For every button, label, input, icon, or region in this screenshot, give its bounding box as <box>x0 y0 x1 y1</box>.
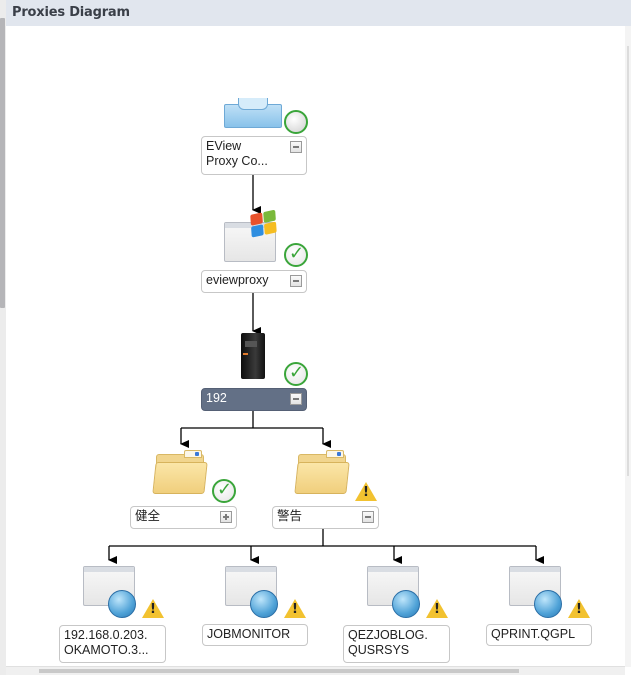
node-label-line: Proxy Co... <box>206 154 268 168</box>
folder-tray-icon <box>224 98 282 128</box>
status-unknown-icon <box>284 110 308 134</box>
status-warning-icon <box>568 599 590 618</box>
globe-icon <box>392 590 420 618</box>
server-icon <box>241 333 265 379</box>
globe-icon <box>250 590 278 618</box>
node-label-line: 健全 <box>135 509 161 523</box>
node-label-line: 警告 <box>277 509 303 523</box>
node-label[interactable]: QPRINT.QGPL <box>486 624 592 646</box>
globe-icon <box>108 590 136 618</box>
horizontal-scrollbar[interactable] <box>6 666 625 675</box>
horizontal-scrollbar-thumb[interactable] <box>39 669 519 673</box>
node-label-line: QUSRSYS <box>348 643 410 657</box>
node-label[interactable]: JOBMONITOR <box>202 624 308 646</box>
node-label-line: JOBMONITOR <box>207 627 291 641</box>
panel-title: Proxies Diagram <box>12 5 130 20</box>
node-label-line: 192.168.0.203. <box>64 628 148 642</box>
status-warning-icon <box>355 482 377 501</box>
node-label[interactable]: QEZJOBLOG. QUSRSYS <box>343 625 450 663</box>
node-label-line: QPRINT.QGPL <box>491 627 576 641</box>
collapse-toggle[interactable] <box>362 511 374 523</box>
node-label[interactable]: 警告 <box>272 506 379 529</box>
node-label[interactable]: eviewproxy <box>201 270 307 293</box>
status-ok-icon <box>284 243 308 267</box>
node-label-line: eviewproxy <box>206 273 269 287</box>
node-label[interactable]: 192 <box>201 388 307 411</box>
node-label-line: QEZJOBLOG. <box>348 628 428 642</box>
status-warning-icon <box>142 599 164 618</box>
node-label[interactable]: 192.168.0.203. OKAMOTO.3... <box>59 625 166 663</box>
expand-toggle[interactable] <box>220 511 232 523</box>
status-ok-icon <box>284 362 308 386</box>
collapse-toggle[interactable] <box>290 141 302 153</box>
collapse-toggle[interactable] <box>290 393 302 405</box>
node-label[interactable]: EView Proxy Co... <box>201 136 307 175</box>
vertical-scrollbar-thumb[interactable] <box>627 46 629 476</box>
vertical-scrollbar[interactable] <box>625 26 631 667</box>
node-label-line: 192 <box>206 391 227 405</box>
status-warning-icon <box>284 599 306 618</box>
node-label[interactable]: 健全 <box>130 506 237 529</box>
collapse-toggle[interactable] <box>290 275 302 287</box>
folder-icon <box>294 450 350 494</box>
globe-icon <box>534 590 562 618</box>
folder-icon <box>152 450 208 494</box>
status-ok-icon <box>212 479 236 503</box>
panel-header: Proxies Diagram <box>6 0 631 26</box>
left-scrollbar-thumb[interactable] <box>0 18 5 308</box>
status-warning-icon <box>426 599 448 618</box>
node-label-line: EView <box>206 139 242 153</box>
node-label-line: OKAMOTO.3... <box>64 643 149 657</box>
